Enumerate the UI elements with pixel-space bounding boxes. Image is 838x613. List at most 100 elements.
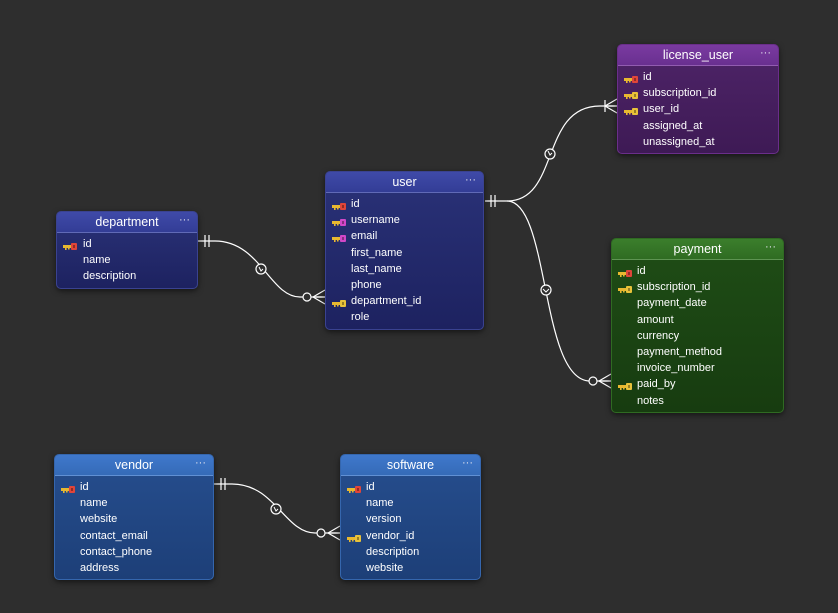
field-row[interactable]: first_name	[326, 245, 483, 261]
foreign-key-icon	[332, 297, 346, 308]
primary-key-icon	[61, 483, 75, 493]
field-row[interactable]: version	[341, 511, 480, 527]
foreign-key-icon	[618, 380, 632, 391]
field-row[interactable]: payment_date	[612, 295, 783, 311]
link-user-license-user	[485, 98, 618, 207]
field-row[interactable]: name	[57, 252, 197, 268]
field-row[interactable]: id	[612, 263, 783, 279]
field-row[interactable]: contact_email	[55, 528, 213, 544]
entity-header[interactable]: payment···	[612, 239, 783, 260]
more-options-icon[interactable]: ···	[179, 214, 190, 226]
field-name: name	[83, 254, 111, 267]
field-row[interactable]: id	[55, 479, 213, 495]
field-row[interactable]: paid_by	[612, 376, 783, 392]
field-name: website	[366, 561, 404, 574]
field-name: unassigned_at	[643, 135, 715, 148]
entity-title: department	[95, 215, 159, 229]
more-options-icon[interactable]: ···	[465, 174, 476, 186]
more-options-icon[interactable]: ···	[195, 457, 206, 469]
field-name: payment_method	[637, 345, 722, 358]
field-row[interactable]: unassigned_at	[618, 134, 778, 150]
field-row[interactable]: id	[57, 236, 197, 252]
more-options-icon[interactable]: ···	[462, 457, 473, 469]
field-name: user_id	[643, 103, 680, 116]
field-row[interactable]: assigned_at	[618, 118, 778, 134]
field-row[interactable]: notes	[612, 393, 783, 409]
field-name: id	[351, 198, 360, 210]
field-row[interactable]: description	[57, 268, 197, 284]
field-row[interactable]: currency	[612, 328, 783, 344]
more-options-icon[interactable]: ···	[765, 241, 776, 253]
field-name: assigned_at	[643, 119, 703, 132]
field-row[interactable]: phone	[326, 277, 483, 293]
field-row[interactable]: website	[55, 511, 213, 527]
field-name: description	[83, 270, 137, 283]
field-row[interactable]: invoice_number	[612, 360, 783, 376]
field-row[interactable]: department_id	[326, 293, 483, 309]
field-row[interactable]: vendor_id	[341, 528, 480, 544]
entity-department[interactable]: department ··· id name description	[56, 211, 198, 289]
field-name: notes	[637, 394, 664, 407]
primary-key-icon	[624, 73, 638, 83]
field-row[interactable]: payment_method	[612, 344, 783, 360]
more-options-icon[interactable]: ···	[760, 47, 771, 59]
field-name: id	[80, 481, 89, 493]
field-name: subscription_id	[643, 87, 717, 100]
field-row[interactable]: name	[55, 495, 213, 511]
field-name: username	[351, 214, 400, 227]
field-name: id	[643, 71, 652, 83]
entity-title: vendor	[114, 458, 154, 472]
field-row[interactable]: subscription_id	[618, 85, 778, 101]
field-name: name	[366, 497, 394, 510]
field-row[interactable]: description	[341, 544, 480, 560]
entity-title: user	[392, 175, 417, 189]
field-row[interactable]: email	[326, 228, 483, 244]
field-row[interactable]: address	[55, 560, 213, 576]
field-row[interactable]: user_id	[618, 101, 778, 117]
field-row[interactable]: id	[341, 479, 480, 495]
field-row[interactable]: amount	[612, 312, 783, 328]
field-row[interactable]: username	[326, 212, 483, 228]
field-name: description	[366, 545, 420, 558]
field-name: id	[637, 265, 646, 277]
unique-key-icon	[332, 216, 346, 227]
field-name: payment_date	[637, 297, 707, 310]
entity-header[interactable]: user ···	[326, 172, 483, 193]
link-vendor-software	[214, 478, 341, 541]
field-row[interactable]: id	[326, 196, 483, 212]
primary-key-icon	[63, 240, 77, 250]
field-row[interactable]: id	[618, 69, 778, 85]
field-list: id name description	[57, 233, 197, 285]
entity-header[interactable]: license_user···	[618, 45, 778, 66]
field-name: id	[83, 238, 92, 250]
field-name: currency	[637, 329, 680, 342]
field-row[interactable]: contact_phone	[55, 544, 213, 560]
primary-key-icon	[347, 483, 361, 493]
field-row[interactable]: last_name	[326, 261, 483, 277]
primary-key-icon	[618, 267, 632, 277]
field-row[interactable]: role	[326, 309, 483, 325]
field-name: invoice_number	[637, 362, 715, 375]
entity-header[interactable]: vendor ···	[55, 455, 213, 476]
link-department-user	[198, 235, 326, 305]
field-name: amount	[637, 313, 674, 326]
field-name: department_id	[351, 295, 422, 308]
field-row[interactable]: subscription_id	[612, 279, 783, 295]
field-row[interactable]: website	[341, 560, 480, 576]
field-name: role	[351, 311, 370, 324]
field-name: address	[80, 561, 120, 574]
entity-header[interactable]: software···	[341, 455, 480, 476]
field-name: version	[366, 513, 402, 526]
field-row[interactable]: name	[341, 495, 480, 511]
entity-header[interactable]: department ···	[57, 212, 197, 233]
field-name: subscription_id	[637, 281, 711, 294]
